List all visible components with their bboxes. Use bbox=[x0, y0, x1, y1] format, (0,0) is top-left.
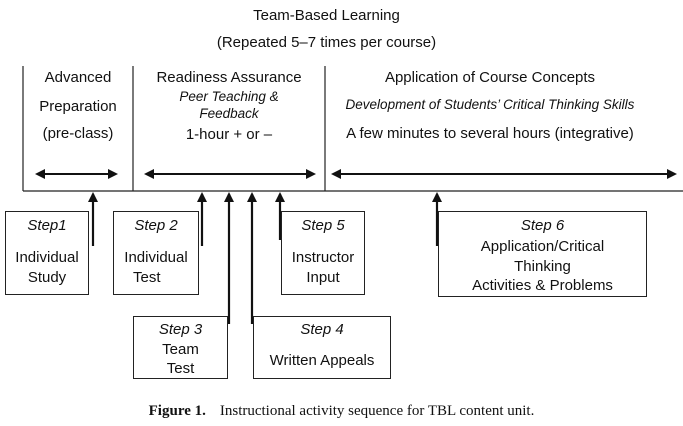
step4-line1: Written Appeals bbox=[269, 352, 375, 369]
step4-box: Step 4 Written Appeals bbox=[253, 316, 391, 379]
step3-box: Step 3 Team Test bbox=[133, 316, 228, 379]
step2-label: Step 2 bbox=[134, 217, 178, 234]
step5-box: Step 5 Instructor Input bbox=[281, 211, 365, 295]
step6-line3: Activities & Problems bbox=[472, 277, 613, 294]
step3-line1: Team bbox=[162, 341, 199, 358]
diagram-title: Team-Based Learning bbox=[253, 7, 400, 24]
step6-line2: Thinking bbox=[514, 258, 571, 275]
step5-label: Step 5 bbox=[301, 217, 345, 234]
figure-caption-text: Instructional activity sequence for TBL … bbox=[219, 403, 535, 419]
advanced-phase-line3: (pre-class) bbox=[42, 125, 114, 142]
readiness-phase-title: Readiness Assurance bbox=[156, 69, 302, 86]
step1-line2: Study bbox=[27, 269, 67, 286]
figure-caption-label: Figure 1. bbox=[148, 403, 206, 419]
step6-line1: Application/Critical bbox=[480, 238, 605, 255]
readiness-phase-sub1: Peer Teaching & bbox=[179, 89, 279, 104]
step5-line1: Instructor bbox=[291, 249, 355, 266]
step1-line1: Individual bbox=[15, 249, 79, 266]
step2-box: Step 2 Individual Test bbox=[113, 211, 199, 295]
step2-line1: Individual bbox=[124, 249, 188, 266]
step1-box: Step1 Individual Study bbox=[5, 211, 89, 295]
step2-line2: Test bbox=[133, 269, 161, 286]
step6-label: Step 6 bbox=[520, 217, 565, 234]
diagram-subtitle: (Repeated 5–7 times per course) bbox=[216, 34, 437, 51]
step4-label: Step 4 bbox=[300, 321, 344, 338]
advanced-phase-line2: Preparation bbox=[39, 98, 117, 115]
step5-line2: Input bbox=[306, 269, 340, 286]
application-phase-detail: A few minutes to several hours (integrat… bbox=[346, 125, 634, 142]
step1-label: Step1 bbox=[27, 217, 67, 234]
step6-box: Step 6 Application/Critical Thinking Act… bbox=[438, 211, 647, 297]
application-phase-title: Application of Course Concepts bbox=[384, 69, 596, 86]
advanced-phase-line1: Advanced bbox=[44, 69, 112, 86]
application-phase-sub: Development of Students’ Critical Thinki… bbox=[345, 97, 635, 112]
figure-caption: Figure 1. Instructional activity sequence… bbox=[0, 403, 683, 420]
step3-line2: Test bbox=[166, 360, 195, 377]
step3-label: Step 3 bbox=[158, 321, 203, 338]
readiness-phase-detail: 1-hour + or – bbox=[185, 126, 273, 143]
readiness-phase-sub2: Feedback bbox=[199, 106, 259, 121]
